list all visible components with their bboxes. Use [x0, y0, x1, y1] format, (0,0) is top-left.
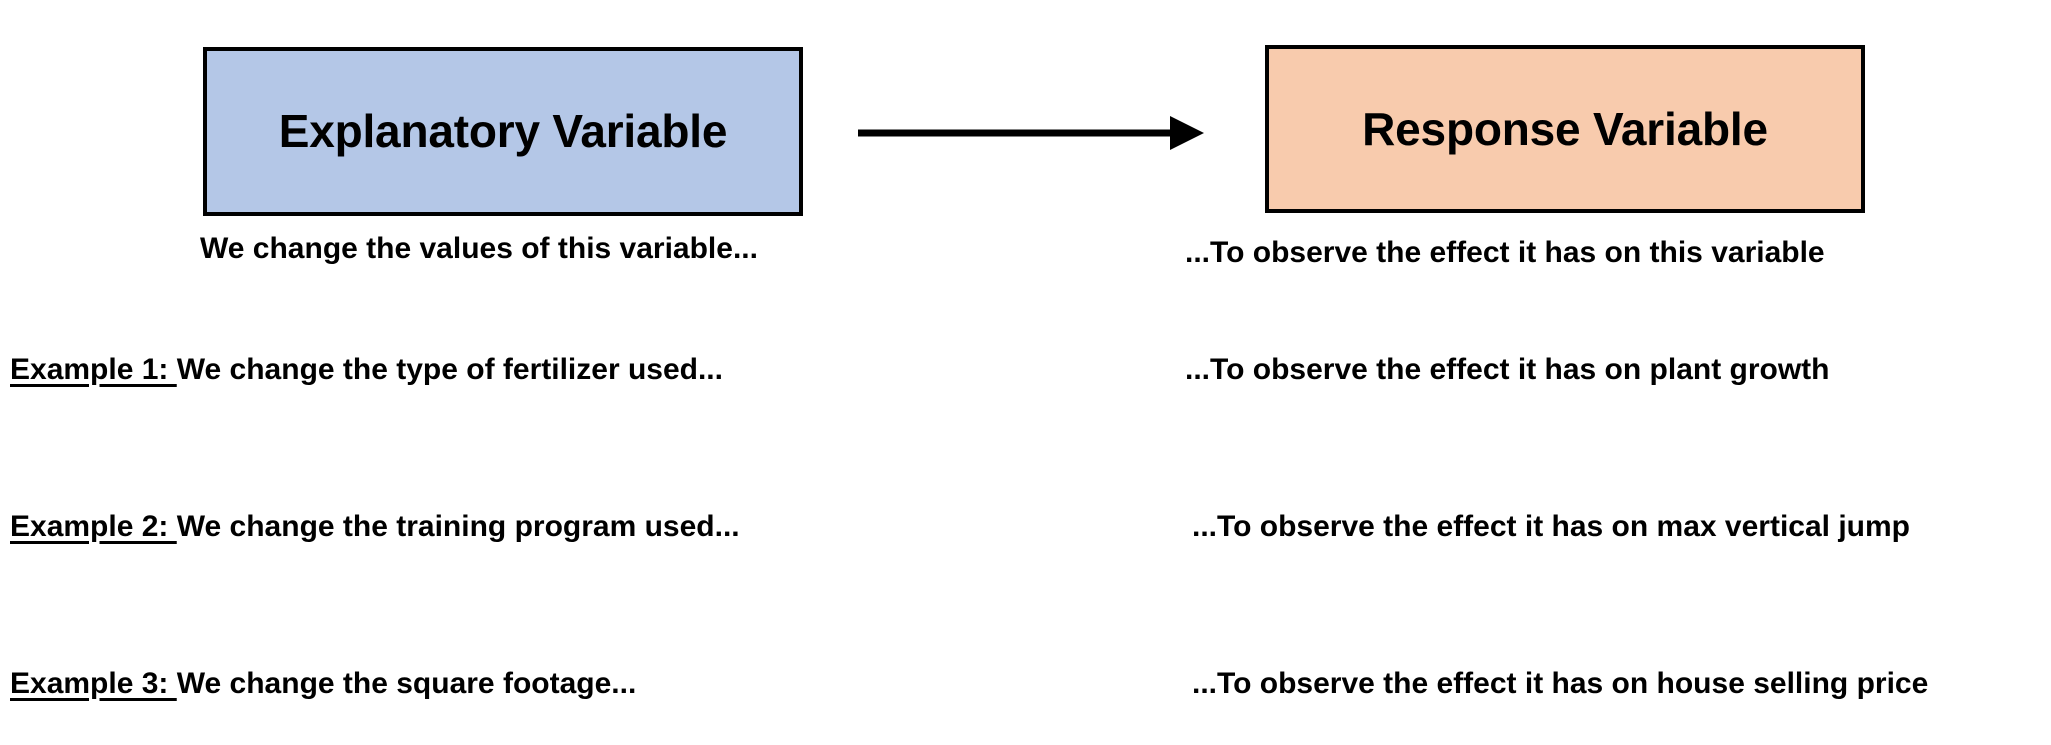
example-1-response-text: ...To observe the effect it has on plant…: [1185, 353, 1830, 386]
example-2-explanatory-row: Example 2: We change the training progra…: [10, 510, 740, 543]
response-variable-label: Response Variable: [1362, 102, 1768, 155]
response-variable-box: Response Variable: [1265, 45, 1865, 213]
right-arrow-icon: [852, 108, 1212, 158]
explanatory-variable-label: Explanatory Variable: [278, 105, 728, 158]
example-3-label: Example 3:: [10, 667, 177, 700]
example-3-explanatory-row: Example 3: We change the square footage.…: [10, 667, 636, 700]
example-1-explanatory-text: We change the type of fertilizer used...: [176, 353, 723, 386]
example-2-label: Example 2:: [10, 510, 177, 543]
example-2-response-text: ...To observe the effect it has on max v…: [1192, 510, 1910, 543]
example-1-explanatory-row: Example 1: We change the type of fertili…: [10, 353, 723, 386]
response-variable-caption: ...To observe the effect it has on this …: [1185, 236, 1825, 269]
example-3-explanatory-text: We change the square footage...: [176, 667, 637, 700]
example-2-explanatory-text: We change the training program used...: [176, 510, 740, 543]
example-3-response-text: ...To observe the effect it has on house…: [1192, 667, 1929, 700]
example-1-label: Example 1:: [10, 353, 177, 386]
explanatory-variable-box: Explanatory Variable: [203, 47, 803, 216]
explanatory-variable-caption: We change the values of this variable...: [200, 232, 758, 265]
